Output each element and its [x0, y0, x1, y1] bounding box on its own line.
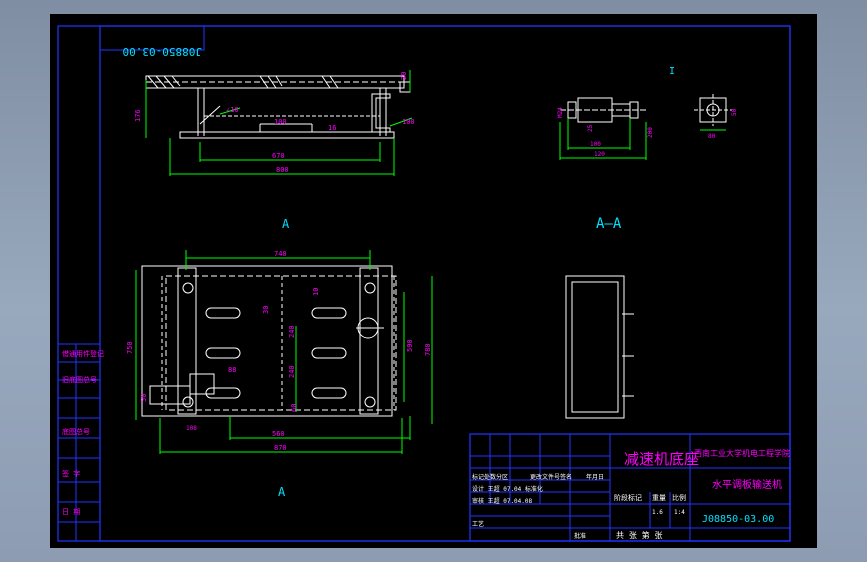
stage-header: 阶段标记	[614, 493, 642, 502]
stamp-label-5: 日 期	[62, 508, 80, 516]
dim-590: 590	[406, 339, 414, 352]
dim-16: 16	[328, 124, 336, 132]
dim-50-square: 50	[731, 108, 738, 116]
weight-header: 重量	[652, 494, 666, 502]
dim-750: 750	[126, 341, 134, 354]
row-header-1: 标记处数分区	[472, 473, 508, 481]
stamp-label-3: 底图总号	[62, 427, 90, 436]
section-view-label: A—A	[596, 216, 622, 232]
product-name: 水平调板输送机	[712, 478, 782, 491]
dim-870: 870	[274, 444, 287, 452]
cad-drawing-canvas: 借通用件登记 旧底图总号 底图总号 签 字 日 期 J08850-03.00 1…	[50, 14, 817, 548]
dim-176: 176	[134, 109, 142, 122]
dim-m24: M24	[557, 107, 564, 118]
plan-view: 740 10 30 240 240 88 50 108 60 560 870 7…	[126, 250, 433, 454]
inner-frame	[99, 25, 791, 542]
dim-240-a: 240	[288, 325, 296, 338]
code-block-top: J08850-03.00	[99, 25, 205, 58]
dim-240-b: 240	[288, 365, 296, 378]
dim-780: 780	[424, 343, 432, 356]
dim-10: 10	[312, 288, 320, 296]
dim-100-slot: 100	[402, 118, 415, 126]
dim-670: 670	[272, 152, 285, 160]
row-header-3: 年月日	[586, 473, 604, 481]
top-view: 176 ∠10 100 16 20 100 670 800	[134, 70, 415, 176]
approve-label: 批准	[574, 532, 586, 540]
dim-108: 108	[186, 425, 197, 432]
stamp-label-2: 旧底图总号	[62, 375, 97, 384]
dim-560: 560	[272, 430, 285, 438]
dim-88: 88	[228, 366, 236, 374]
section-mark-top: A	[282, 217, 290, 231]
process-row: 工艺	[472, 520, 484, 528]
stamp-label-4: 签 字	[62, 469, 80, 478]
school-name: 西南工业大学机电工程学院	[694, 448, 790, 458]
drawing-number: J08850-03.00	[702, 514, 774, 525]
dim-60: 60	[290, 404, 298, 412]
cad-drawing-svg: 借通用件登记 旧底图总号 底图总号 签 字 日 期 J08850-03.00 1…	[57, 25, 791, 542]
dim-740: 740	[274, 250, 287, 258]
row-header-2: 更改文件号签名	[530, 473, 572, 481]
drawing-code-upside-down: J08850-03.00	[123, 45, 202, 58]
detail-view: M24 25 100 120 200 50 80	[557, 94, 738, 160]
dim-30: 30	[262, 306, 270, 314]
dim-100-bolt: 100	[590, 141, 601, 148]
dim-80-square: 80	[708, 133, 716, 140]
dim-angle-10: ∠10	[226, 106, 239, 114]
design-row: 设计 王超 07.04 标准化	[472, 485, 543, 493]
scale-header: 比例	[672, 493, 686, 502]
qty-value: 1.6	[652, 509, 663, 516]
sheet-row: 共 张 第 张	[616, 530, 662, 540]
stamp-label-1: 借通用件登记	[62, 349, 104, 358]
dim-800: 800	[276, 166, 289, 174]
section-view-aa	[565, 275, 634, 419]
dim-200-bolt: 200	[647, 127, 654, 138]
section-mark-bottom: A	[278, 485, 286, 499]
left-stamp-strip: 借通用件登记 旧底图总号 底图总号 签 字 日 期	[57, 343, 104, 542]
title-block: 减速机底座 西南工业大学机电工程学院 水平调板输送机 J08850-03.00 …	[469, 433, 791, 542]
dim-20: 20	[400, 72, 408, 80]
scale-value: 1:4	[674, 509, 685, 516]
detail-mark-i: I	[669, 66, 675, 77]
dim-120-bolt: 120	[594, 151, 605, 158]
dim-50-plan: 50	[140, 394, 148, 402]
dim-25: 25	[587, 124, 594, 132]
part-name: 减速机底座	[624, 450, 699, 468]
check-row: 审核 王超 07.04.08	[472, 497, 533, 505]
dim-100-inner: 100	[274, 118, 287, 126]
